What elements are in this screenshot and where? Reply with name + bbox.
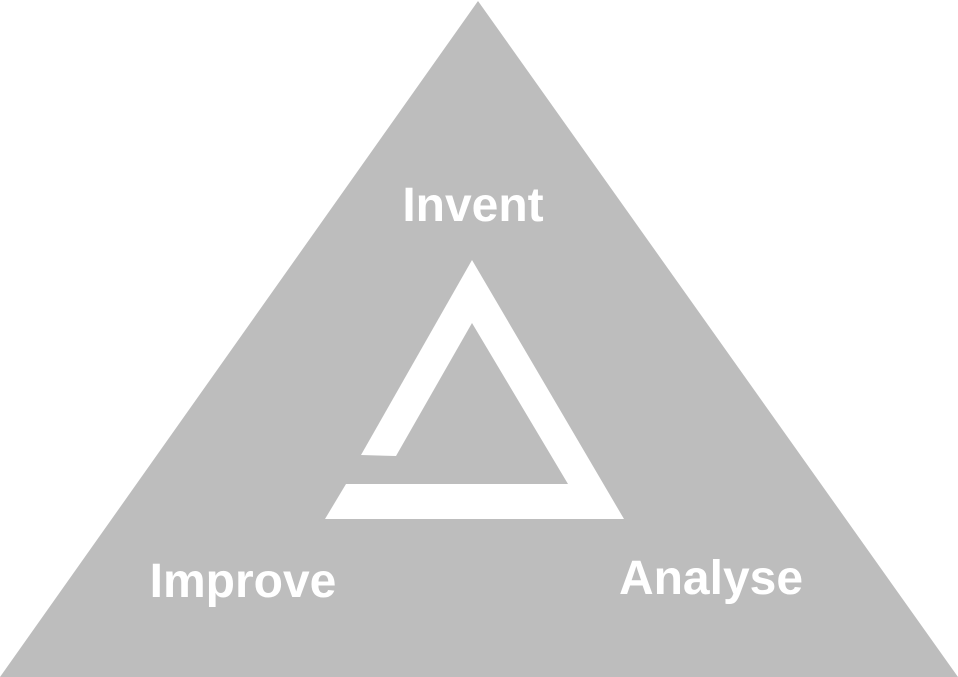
label-invent: Invent	[402, 179, 543, 232]
cycle-icon-left-stroke	[361, 260, 472, 456]
cycle-icon-right-bottom-stroke	[325, 260, 624, 519]
label-analyse: Analyse	[619, 552, 803, 605]
label-improve: Improve	[150, 555, 337, 608]
cycle-triangle-icon	[325, 260, 624, 519]
